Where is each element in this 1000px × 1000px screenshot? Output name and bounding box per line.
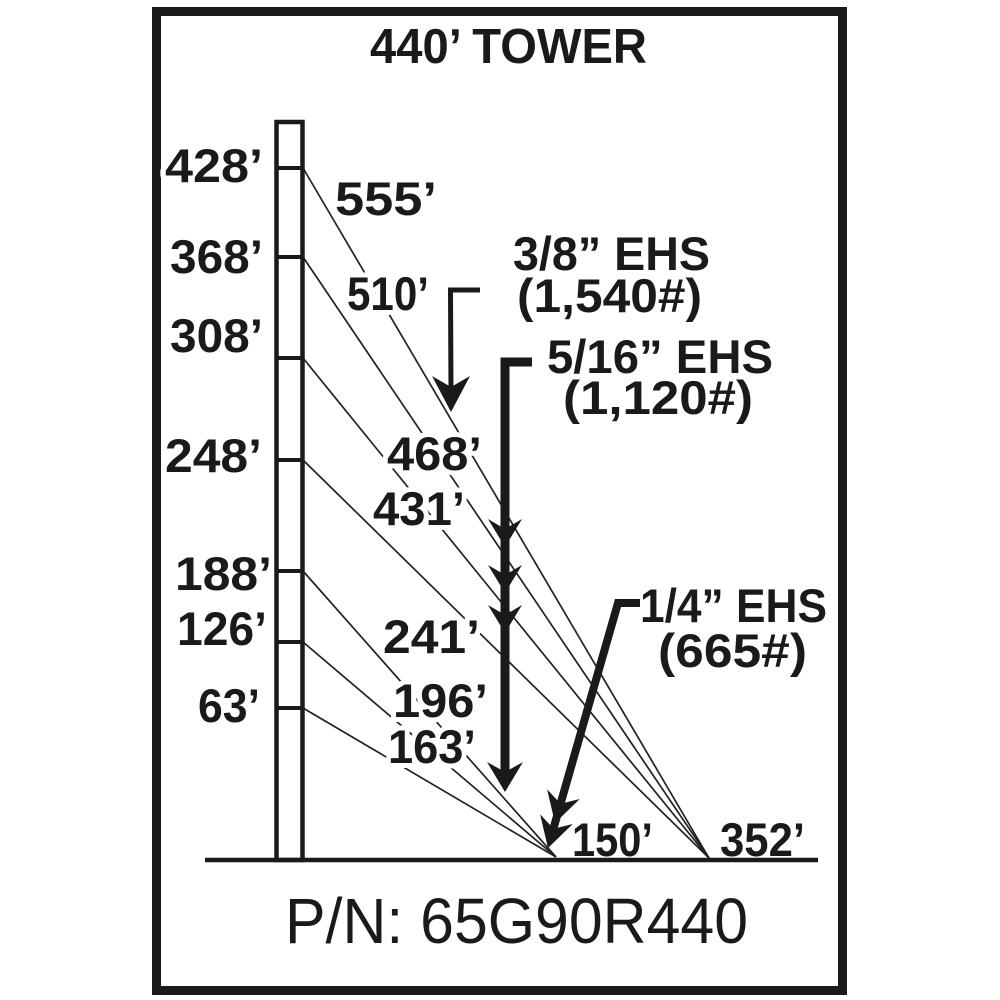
guy-length-labels: 555’ 510’ 468’ 431’ 241’ 196’ 163’ bbox=[330, 167, 493, 778]
elevation-label: 248’ bbox=[165, 429, 262, 482]
cable-size-label: 1/4” EHS bbox=[640, 579, 827, 632]
anchor-distance-label: 352’ bbox=[720, 813, 805, 866]
arrowhead-down-icon bbox=[432, 376, 470, 412]
elevation-label: 188’ bbox=[175, 547, 272, 600]
elevation-labels: 428’ 368’ 308’ 248’ 188’ 126’ 63’ bbox=[160, 134, 277, 737]
guy-length-label: 196’ bbox=[393, 674, 488, 727]
guy-length-label: 163’ bbox=[388, 720, 476, 773]
guy-length-label: 555’ bbox=[335, 172, 437, 225]
guy-length-label: 468’ bbox=[387, 427, 482, 480]
guy-length-label: 510’ bbox=[347, 267, 429, 320]
tower-mast bbox=[274, 119, 305, 863]
arrowhead-down-icon bbox=[488, 519, 522, 547]
guy-wire-188 bbox=[302, 570, 557, 858]
guy-length-label: 241’ bbox=[383, 610, 480, 663]
guy-wire-63 bbox=[302, 707, 557, 858]
elevation-label: 368’ bbox=[170, 230, 263, 283]
guy-wires bbox=[302, 167, 710, 859]
arrow-5-16-ehs bbox=[487, 357, 532, 792]
arrowhead-diagonal-icon bbox=[540, 814, 573, 848]
arrow-3-8-shaft bbox=[447, 287, 480, 393]
arrowhead-down-icon bbox=[488, 565, 522, 593]
diagram-title: 440’ TOWER bbox=[370, 20, 647, 74]
arrow-1-4-ehs bbox=[540, 599, 640, 848]
arrow-1-4-shaft bbox=[549, 599, 640, 832]
cable-size-label: 5/16” EHS bbox=[547, 330, 773, 383]
arrow-5-16-shaft bbox=[500, 357, 532, 775]
guy-attachment-ticks bbox=[276, 166, 303, 710]
arrowhead-down-icon bbox=[488, 605, 522, 633]
guy-wire-126 bbox=[302, 641, 557, 858]
cable-rating-label: (1,540#) bbox=[517, 269, 702, 322]
cable-rating-label: (665#) bbox=[658, 624, 807, 677]
guy-length-label: 431’ bbox=[373, 482, 465, 535]
arrowhead-diagonal-icon bbox=[547, 789, 580, 823]
cable-rating-label: (1,120#) bbox=[563, 371, 753, 424]
arrow-3-8-ehs bbox=[432, 287, 480, 412]
elevation-label: 308’ bbox=[170, 309, 263, 362]
arrowhead-down-icon bbox=[487, 762, 523, 792]
elevation-label: 63’ bbox=[198, 679, 260, 732]
part-number: P/N: 65G90R440 bbox=[285, 885, 748, 957]
cable-size-label: 3/8” EHS bbox=[513, 227, 710, 280]
elevation-label: 428’ bbox=[165, 139, 263, 192]
elevation-label: 126’ bbox=[177, 602, 267, 655]
cable-callouts: 3/8” EHS (1,540#) 5/16” EHS (1,120#) 1/4… bbox=[508, 222, 832, 682]
tower-body bbox=[274, 119, 305, 863]
